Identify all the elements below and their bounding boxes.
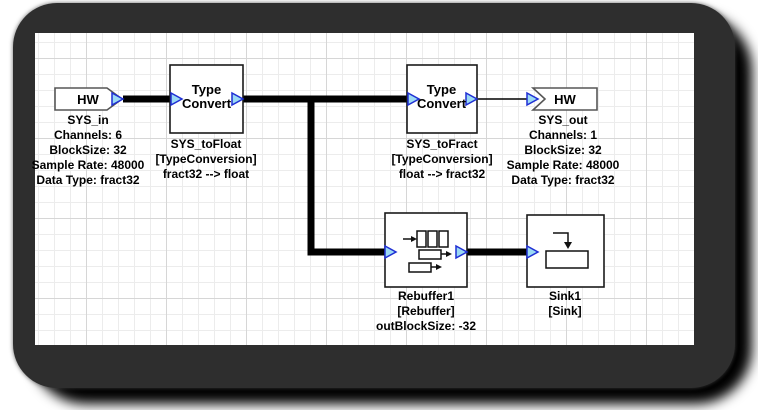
sys-out-block[interactable]	[530, 87, 598, 111]
diagram-canvas[interactable]: HW Type Convert Type Convert HW SYS_in C…	[32, 33, 694, 345]
block-prop-label: BlockSize: 32	[49, 143, 127, 157]
block-prop-label: [Sink]	[548, 304, 582, 318]
tofract-input-port-icon[interactable]	[407, 91, 421, 107]
block-name-label: SYS_toFloat	[170, 137, 242, 151]
sink1-caption: Sink1 [Sink]	[500, 289, 630, 319]
block-prop-label: Channels: 6	[53, 128, 122, 142]
sys-out-title: HW	[554, 92, 576, 107]
block-name-label: SYS_out	[538, 113, 588, 127]
sys-in-block[interactable]	[54, 87, 124, 111]
block-prop-label: Sample Rate: 48000	[31, 158, 145, 172]
sink-icon	[545, 232, 589, 269]
block-prop-label: [TypeConversion]	[155, 152, 257, 166]
tofloat-input-port-icon[interactable]	[170, 91, 184, 107]
wire-branch-to-rebuffer[interactable]	[307, 99, 387, 256]
sys-in-title: HW	[77, 92, 99, 107]
block-prop-label: [Rebuffer]	[397, 304, 455, 318]
block-prop-label: Channels: 1	[528, 128, 597, 142]
rebuffer1-caption: Rebuffer1 [Rebuffer] outBlockSize: -32	[361, 289, 491, 334]
block-name-label: Rebuffer1	[397, 289, 454, 303]
sink-input-port-icon[interactable]	[526, 244, 540, 260]
sys-tofloat-caption: SYS_toFloat [TypeConversion] fract32 -->…	[141, 137, 271, 182]
block-name-label: SYS_toFract	[406, 137, 478, 151]
block-prop-label: Sample Rate: 48000	[506, 158, 620, 172]
sys-in-caption: SYS_in Channels: 6 BlockSize: 32 Sample …	[23, 113, 153, 188]
block-prop-label: [TypeConversion]	[391, 152, 493, 166]
sys-tofract-title: Type Convert	[416, 82, 467, 111]
block-prop-label: BlockSize: 32	[524, 143, 602, 157]
block-prop-label: fract32 --> float	[162, 167, 250, 181]
sys-out-caption: SYS_out Channels: 1 BlockSize: 32 Sample…	[498, 113, 628, 188]
sys-tofloat-title: Type Convert	[181, 82, 232, 111]
block-prop-label: outBlockSize: -32	[375, 319, 477, 333]
sys-out-input-port-icon[interactable]	[526, 91, 540, 107]
tofloat-output-port-icon[interactable]	[231, 91, 245, 107]
rebuffer-icon	[403, 230, 452, 273]
block-prop-label: Data Type: fract32	[511, 173, 615, 187]
sys-tofract-caption: SYS_toFract [TypeConversion] float --> f…	[377, 137, 507, 182]
rebuffer-output-port-icon[interactable]	[455, 244, 469, 260]
rebuffer-input-port-icon[interactable]	[384, 244, 398, 260]
sys-in-output-port-icon[interactable]	[111, 91, 125, 107]
tofract-output-port-icon[interactable]	[465, 91, 479, 107]
block-name-label: SYS_in	[67, 113, 109, 127]
block-prop-label: Data Type: fract32	[36, 173, 140, 187]
block-prop-label: float --> fract32	[398, 167, 486, 181]
diagram-shapes-layer	[54, 64, 605, 288]
block-name-label: Sink1	[548, 289, 581, 303]
sys-tofloat-block[interactable]	[169, 64, 244, 134]
